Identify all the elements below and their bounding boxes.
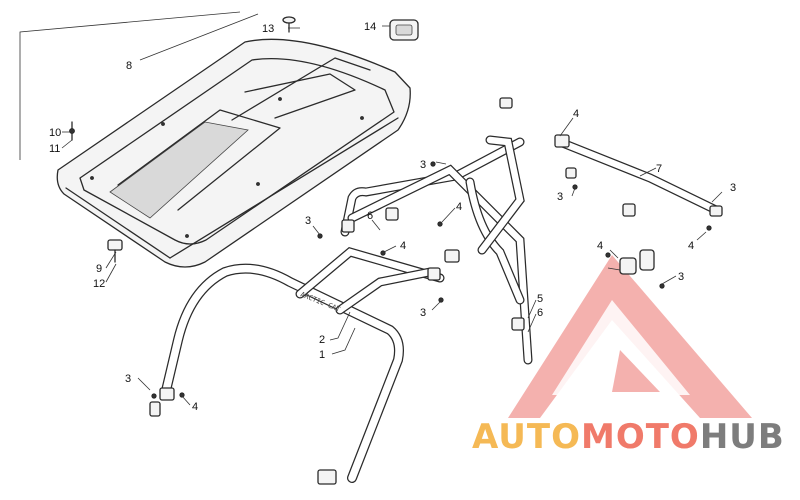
callout-3: 3	[420, 159, 426, 171]
callout-3: 3	[730, 182, 736, 194]
callout-5: 5	[537, 293, 543, 305]
callout-8: 8	[126, 60, 132, 72]
callout-4: 4	[688, 240, 694, 252]
callout-2: 2	[319, 334, 325, 346]
leader-lines	[19, 11, 723, 406]
roll-cage: ARCTIC CAT	[160, 76, 721, 483]
callout-3: 3	[125, 373, 131, 385]
callout-3: 3	[678, 271, 684, 283]
callout-3: 3	[305, 215, 311, 227]
brand-auto: AUTO	[472, 417, 581, 457]
callout-3: 3	[420, 307, 426, 319]
watermark-wordmark: AUTOMOTOHUB	[472, 417, 785, 457]
callout-11: 11	[49, 143, 60, 155]
callout-3: 3	[557, 191, 563, 203]
callout-labels: 8 13 14 10 11 9 12 4 3 3 7 3 4 4 3 6 4 3…	[49, 21, 736, 413]
bracket-part-9-12	[107, 239, 123, 263]
callout-12: 12	[93, 278, 105, 290]
callout-4: 4	[456, 201, 462, 213]
callout-6: 6	[537, 307, 543, 319]
callout-6: 6	[367, 210, 373, 222]
callout-4: 4	[192, 401, 198, 413]
callout-10: 10	[49, 127, 61, 139]
callout-14: 14	[364, 21, 376, 33]
callout-13: 13	[262, 23, 274, 35]
callout-4: 4	[597, 240, 603, 252]
bolt-part-10-11	[69, 121, 75, 141]
callout-9: 9	[96, 263, 102, 275]
svg-text:AUTOMOTOHUB: AUTOMOTOHUB	[472, 417, 785, 457]
watermark-logo	[508, 255, 752, 418]
callout-4: 4	[400, 240, 406, 252]
callout-1: 1	[319, 349, 325, 361]
brand-hub: HUB	[700, 417, 785, 457]
brand-moto: MOTO	[581, 417, 700, 457]
callout-4: 4	[573, 108, 579, 120]
pad-part-14	[389, 19, 419, 41]
roof-panel	[56, 38, 411, 268]
callout-7: 7	[656, 163, 662, 175]
clamps	[149, 97, 723, 485]
clip-part-13	[282, 16, 296, 33]
